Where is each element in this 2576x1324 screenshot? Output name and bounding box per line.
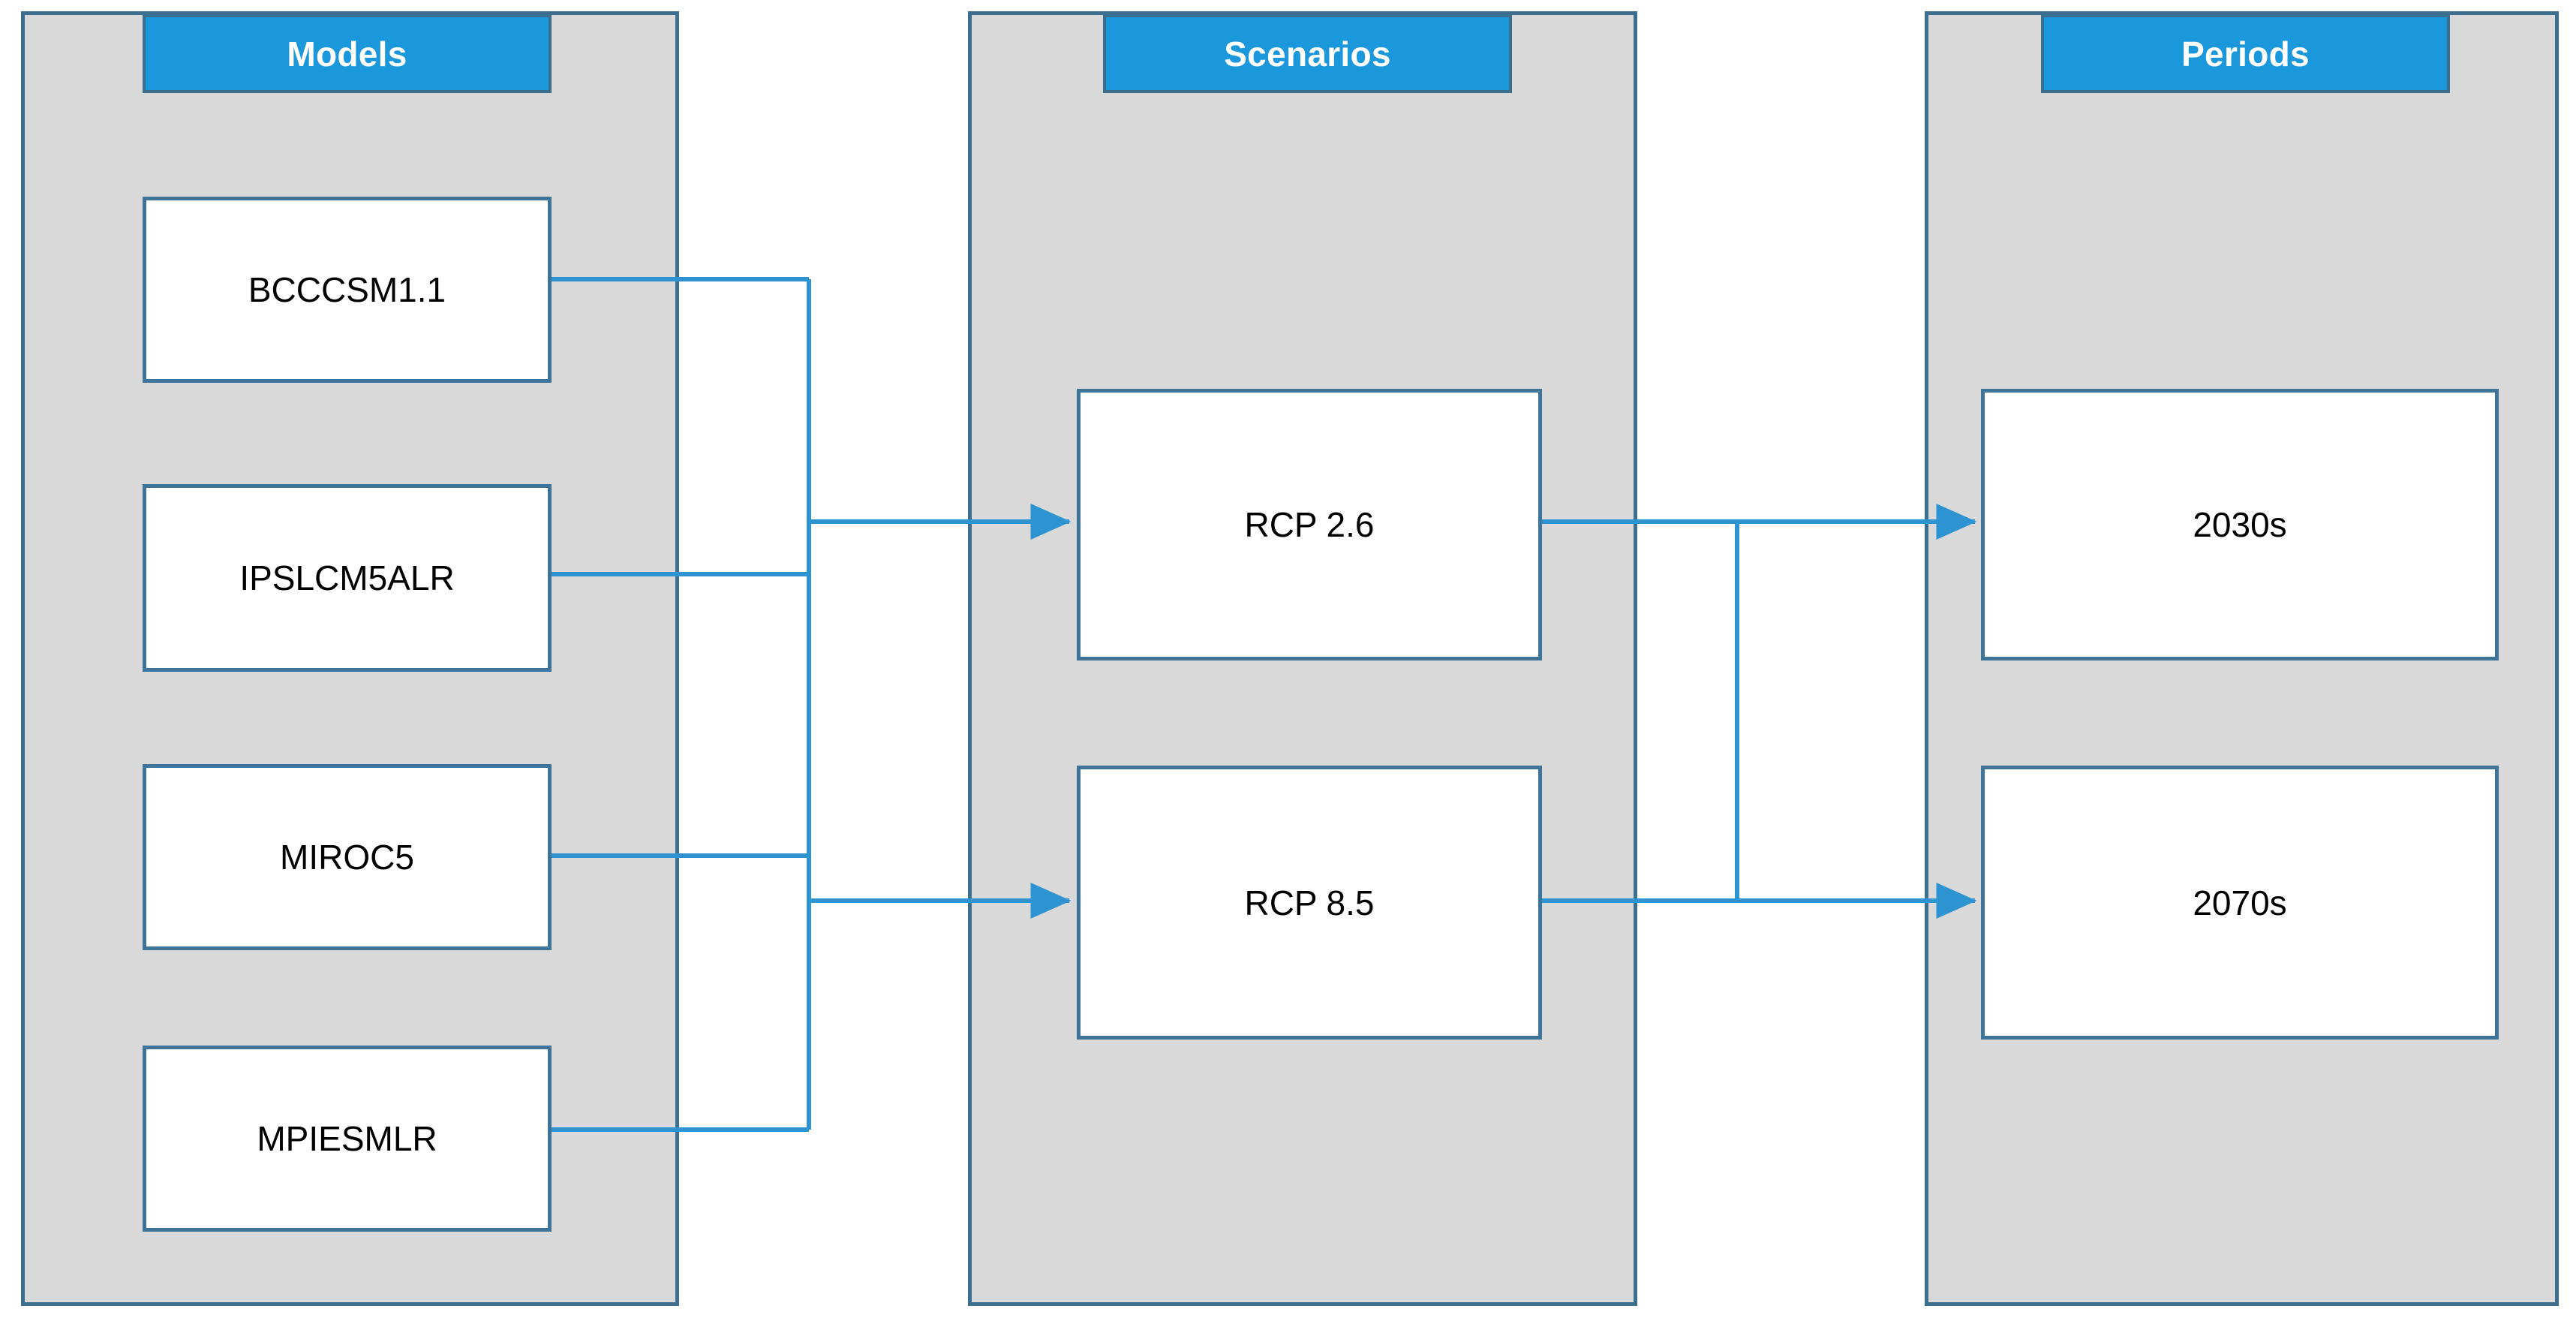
node-2030s[interactable]: 2030s [1981,389,2499,660]
group-header-periods: Periods [2041,14,2450,93]
node-bcccsm[interactable]: BCCCSM1.1 [143,197,552,383]
group-header-models: Models [143,14,552,93]
node-rcp26[interactable]: RCP 2.6 [1077,389,1542,660]
node-2070s[interactable]: 2070s [1981,766,2499,1040]
node-rcp85[interactable]: RCP 8.5 [1077,766,1542,1040]
node-mpiesm[interactable]: MPIESMLR [143,1046,552,1232]
node-ipslcm[interactable]: IPSLCM5ALR [143,484,552,672]
group-header-scenarios: Scenarios [1103,14,1512,93]
node-miroc[interactable]: MIROC5 [143,764,552,950]
